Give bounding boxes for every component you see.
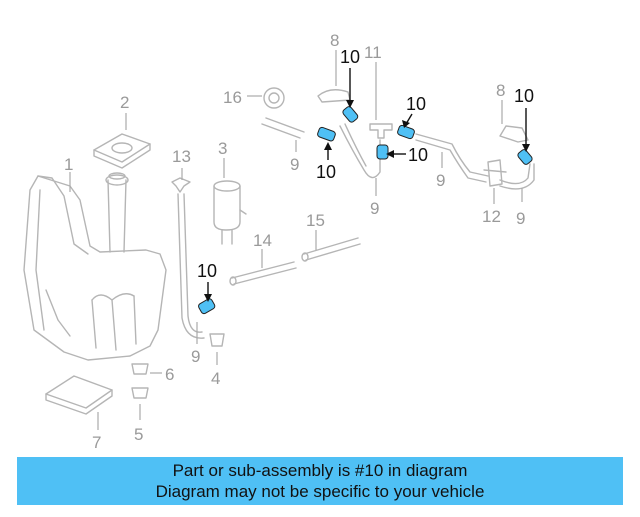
callout-10-d: 10 xyxy=(408,145,428,165)
pipe-14 xyxy=(229,261,297,286)
hoses xyxy=(177,117,535,339)
callout-15: 15 xyxy=(306,211,325,230)
callout-10-f: 10 xyxy=(197,261,217,281)
info-banner: Part or sub-assembly is #10 in diagram D… xyxy=(17,457,623,505)
callout-13: 13 xyxy=(172,147,191,166)
fitting-10-a xyxy=(342,106,359,123)
pipe-15 xyxy=(301,237,361,262)
callout-9-c: 9 xyxy=(436,171,445,190)
callout-10-b: 10 xyxy=(316,162,336,182)
part-10-fittings xyxy=(198,106,533,315)
callout-labels: 1 2 3 4 5 6 7 8 8 9 9 9 9 9 11 12 13 14 … xyxy=(64,31,525,452)
callout-1: 1 xyxy=(64,155,73,174)
fitting-10-c xyxy=(397,124,415,140)
washer-nozzle-left xyxy=(317,89,351,103)
reservoir-cap xyxy=(93,133,151,169)
leader-lines xyxy=(69,50,523,430)
callout-9-e: 9 xyxy=(191,347,200,366)
callout-8-right: 8 xyxy=(496,81,505,100)
fitting-10-e xyxy=(517,149,533,165)
callout-6: 6 xyxy=(165,365,174,384)
y-connector xyxy=(171,177,191,193)
callout-9-a: 9 xyxy=(290,155,299,174)
check-valve xyxy=(483,159,507,187)
part-10-labels: 10 10 10 10 10 10 xyxy=(197,47,534,281)
callout-12: 12 xyxy=(482,207,501,226)
washer-nozzle-right xyxy=(499,125,529,143)
callout-9-d: 9 xyxy=(516,209,525,228)
callout-8-left: 8 xyxy=(330,31,339,50)
callout-10-c: 10 xyxy=(406,94,426,114)
callout-14: 14 xyxy=(253,231,272,250)
callout-9-b: 9 xyxy=(370,199,379,218)
filter-pad xyxy=(45,375,113,415)
banner-line-1: Part or sub-assembly is #10 in diagram xyxy=(172,461,468,480)
callout-7: 7 xyxy=(92,433,101,452)
washer-reservoir xyxy=(23,172,167,361)
callout-4: 4 xyxy=(211,369,220,388)
fitting-10-f xyxy=(198,298,216,315)
t-connector xyxy=(369,123,393,139)
plug xyxy=(131,387,149,399)
callout-5: 5 xyxy=(134,425,143,444)
callout-11: 11 xyxy=(364,43,382,62)
banner-line-2: Diagram may not be specific to your vehi… xyxy=(155,482,485,501)
fitting-10-b xyxy=(317,126,336,142)
grommet xyxy=(209,333,225,347)
hose-clip xyxy=(263,87,285,109)
drain-plug xyxy=(131,363,149,375)
callout-10-a: 10 xyxy=(340,47,360,67)
washer-pump xyxy=(213,180,247,245)
callout-2: 2 xyxy=(120,93,129,112)
callout-10-e: 10 xyxy=(514,86,534,106)
callout-16: 16 xyxy=(223,88,242,107)
part-10-arrows xyxy=(204,68,530,302)
callout-3: 3 xyxy=(218,139,227,158)
fitting-10-d xyxy=(376,144,389,160)
